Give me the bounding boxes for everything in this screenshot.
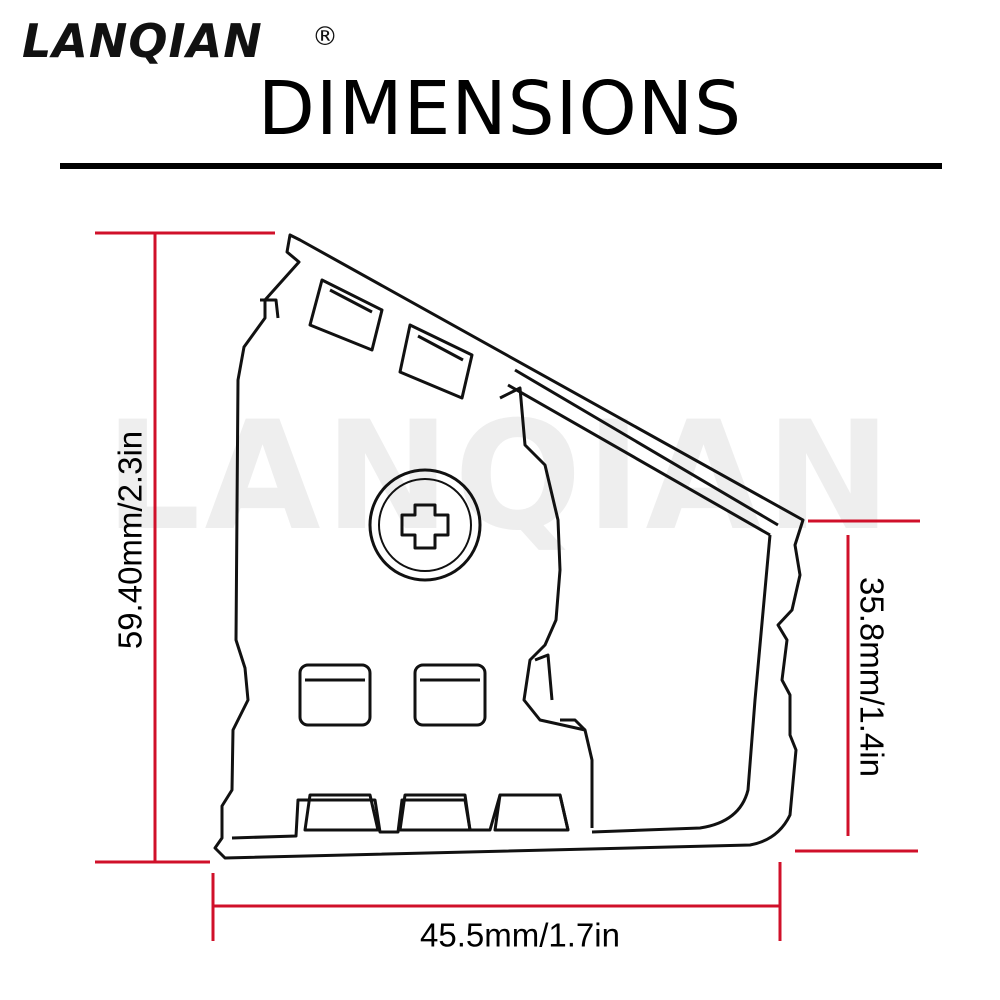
title-underline [60, 163, 942, 169]
page-title: DIMENSIONS [257, 66, 743, 152]
dimension-lines [95, 231, 920, 941]
height-label: 59.40mm/2.3in [111, 430, 149, 650]
part-outline [213, 233, 805, 860]
side-height-label: 35.8mm/1.4in [853, 577, 891, 777]
brand-logo: LANQIAN [22, 14, 263, 68]
width-label: 45.5mm/1.7in [420, 916, 620, 954]
registered-mark: ® [312, 22, 338, 52]
screw-icon [368, 468, 482, 582]
top-windows [308, 278, 474, 400]
lower-windows [298, 663, 570, 832]
